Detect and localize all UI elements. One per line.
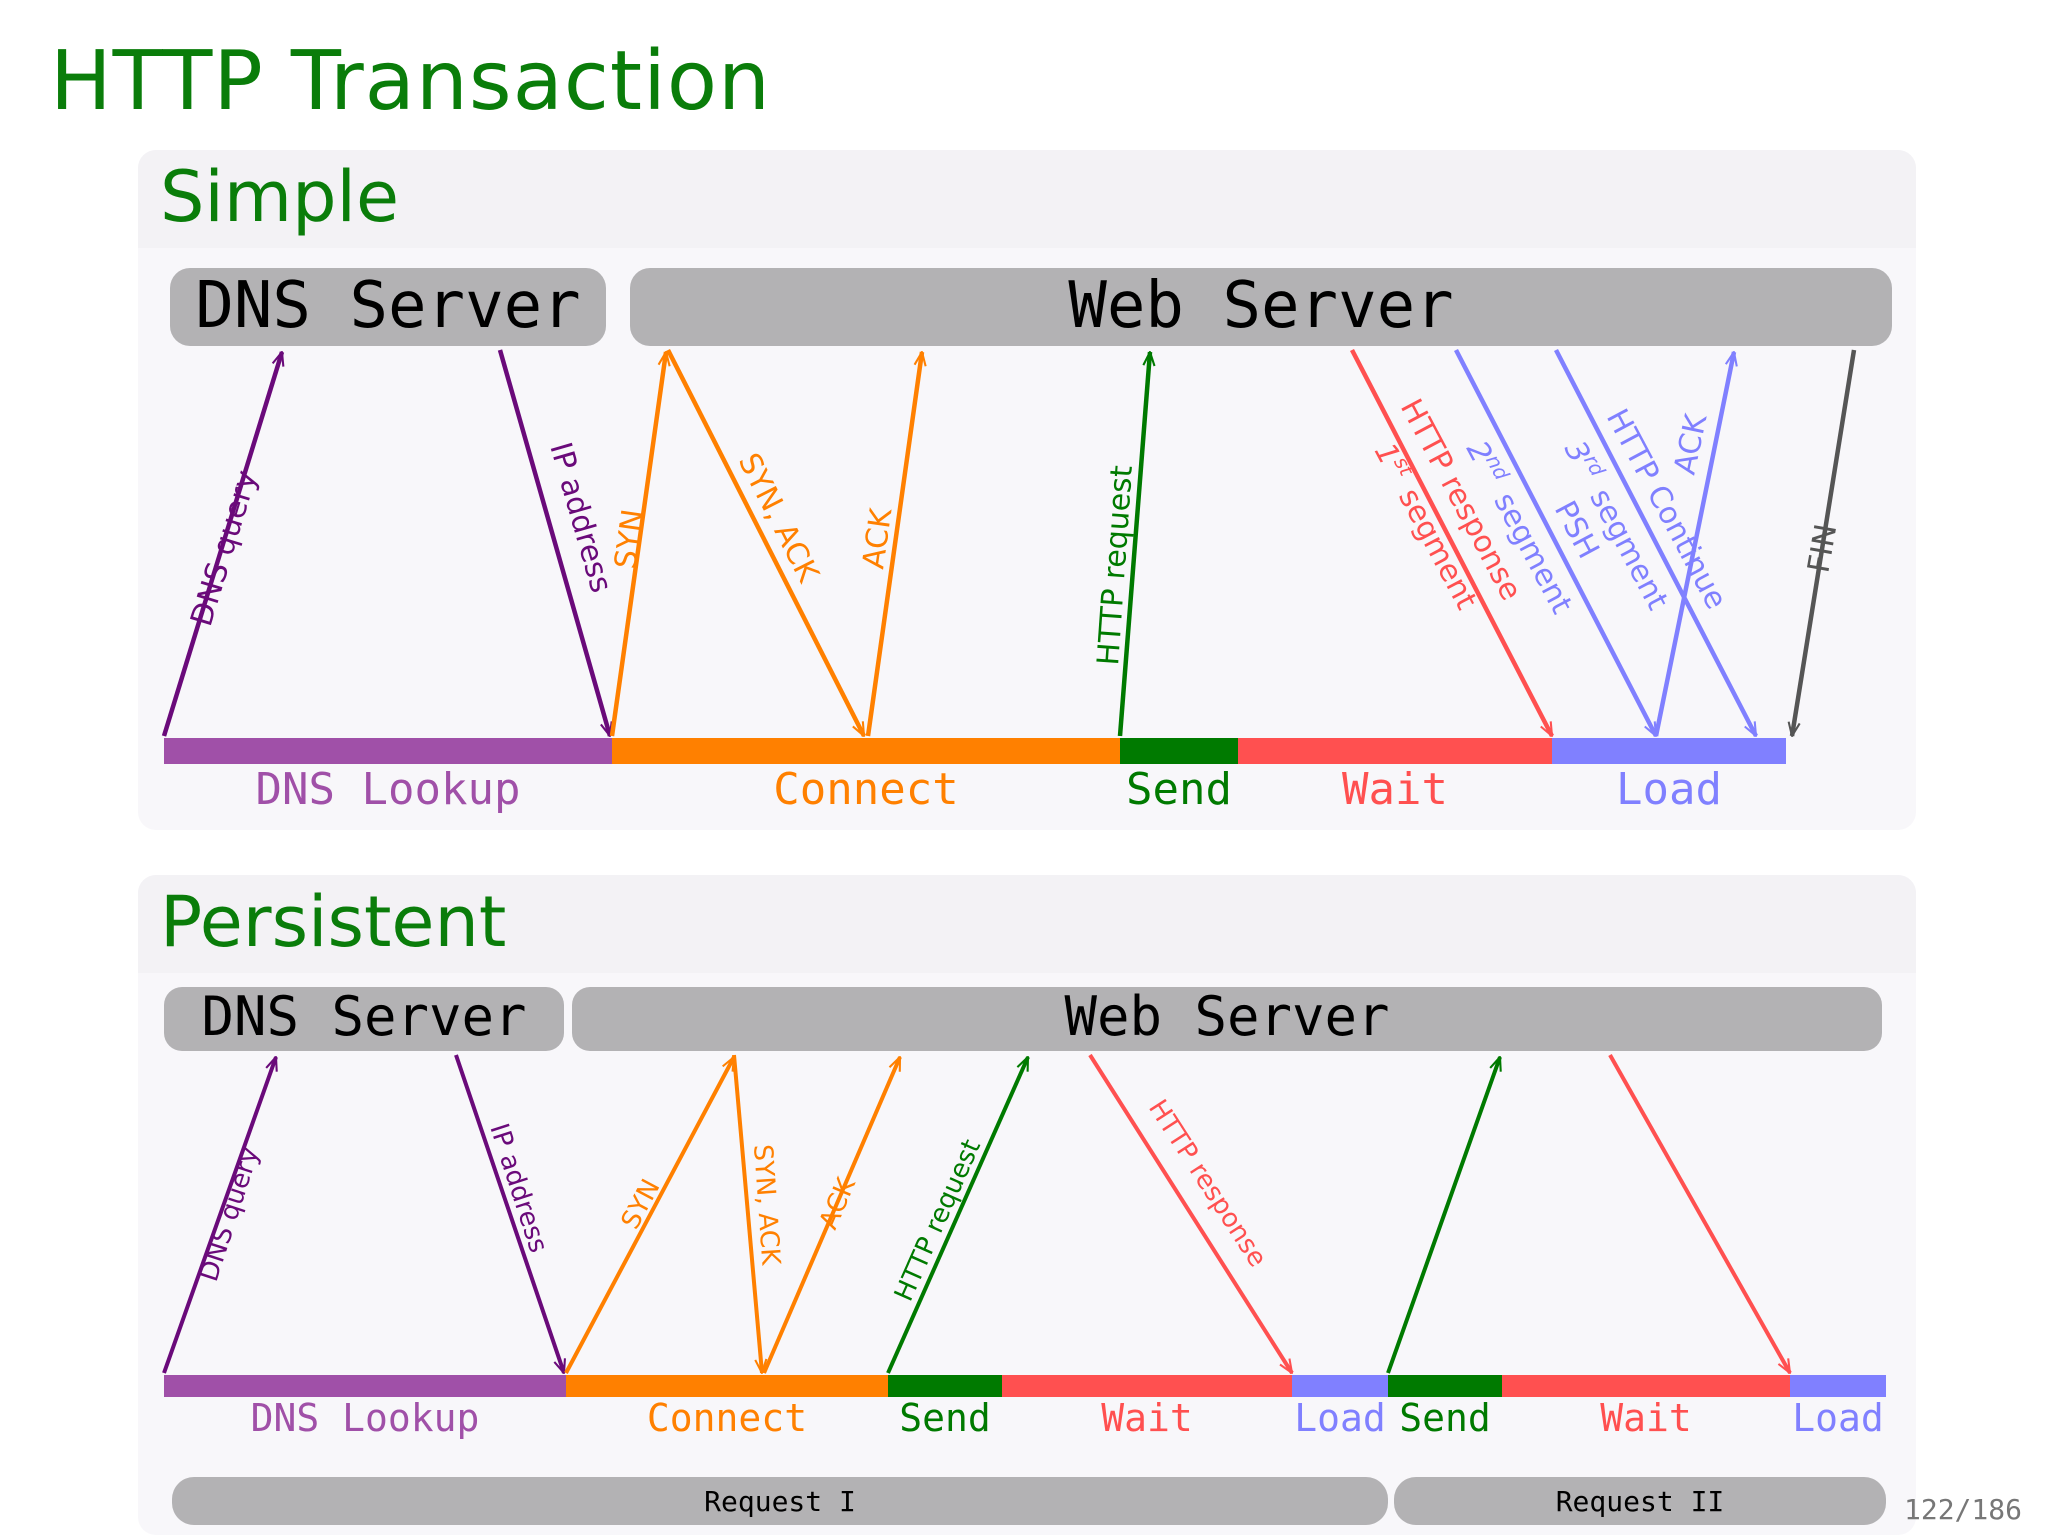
http-response-arrow <box>1350 348 1554 736</box>
connect-label: Connect <box>647 1396 807 1440</box>
dns-server-box <box>170 268 606 346</box>
connect-segment <box>612 738 1120 764</box>
dns-lookup-label: DNS Lookup <box>251 1396 480 1440</box>
send-1-label: Send <box>899 1396 991 1440</box>
fin-label: FIN <box>1801 522 1844 576</box>
ip-address-label: IP address <box>542 439 618 597</box>
request-2-label: Request II <box>1556 1485 1725 1518</box>
dns-server-label: DNS Server <box>201 985 526 1048</box>
simple-block: Simple DNS Server Web Server <box>138 150 1916 830</box>
connect-segment <box>566 1375 888 1397</box>
request-1-label: Request I <box>704 1485 856 1518</box>
request-2-bar <box>1394 1477 1886 1525</box>
syn-label: SYN <box>616 1174 667 1234</box>
send-2-label: Send <box>1399 1396 1491 1440</box>
http-request-arrow <box>1117 352 1150 737</box>
load-2-label: Load <box>1792 1396 1884 1440</box>
load-1-label: Load <box>1294 1396 1386 1440</box>
ack-return-arrow <box>1653 352 1734 737</box>
web-server-box <box>572 987 1882 1051</box>
page-number: 122/186 <box>1903 1493 2022 1526</box>
web-server-label: Web Server <box>1064 985 1389 1048</box>
syn-ack-arrow <box>665 348 867 736</box>
ip-address-arrow <box>497 349 610 736</box>
wait-label: Wait <box>1342 764 1448 815</box>
load-2-segment <box>1790 1375 1886 1397</box>
ack-return-label: ACK <box>1668 410 1715 478</box>
connect-label: Connect <box>773 764 958 815</box>
syn-arrow <box>564 1057 736 1374</box>
dns-query-label: DNS query <box>184 466 264 630</box>
slide-title: HTTP Transaction <box>50 34 772 129</box>
ip-address-arrow <box>454 1054 564 1373</box>
send-label: Send <box>1126 764 1232 815</box>
web-server-box <box>630 268 1892 346</box>
http-request-2-arrow <box>1386 1057 1502 1374</box>
simple-diagram: DNS Server Web Server DNS query IP addre… <box>161 268 1892 815</box>
send-1-segment <box>888 1375 1002 1397</box>
simple-block-header: Simple <box>138 150 1916 248</box>
load-1-segment <box>1292 1375 1388 1397</box>
segment-2-arrow <box>1454 348 1658 736</box>
simple-title: Simple <box>160 156 400 238</box>
send-segment <box>1120 738 1238 764</box>
wait-1-segment <box>1002 1375 1292 1397</box>
syn-label: SYN <box>608 507 651 571</box>
wait-segment <box>1238 738 1552 764</box>
syn-ack-arrow <box>732 1054 762 1373</box>
send-2-segment <box>1388 1375 1502 1397</box>
dns-lookup-segment <box>164 738 612 764</box>
dns-query-arrow <box>162 1057 278 1374</box>
dns-query-label: DNS query <box>194 1143 266 1285</box>
segment-3-arrow <box>1554 348 1758 736</box>
http-request-arrow <box>886 1057 1030 1374</box>
http-response-arrow <box>1088 1053 1294 1373</box>
dns-lookup-label: DNS Lookup <box>256 764 521 815</box>
persistent-block-header: Persistent <box>138 875 1916 973</box>
wait-1-label: Wait <box>1101 1396 1193 1440</box>
dns-server-label: DNS Server <box>195 269 580 343</box>
load-label: Load <box>1616 764 1722 815</box>
ack-arrow <box>762 1057 902 1374</box>
persistent-diagram: DNS Server Web Server DNS query IP addre… <box>162 985 1886 1525</box>
fin-arrow <box>1792 349 1857 736</box>
persistent-title: Persistent <box>160 881 507 963</box>
wait-2-label: Wait <box>1600 1396 1692 1440</box>
web-server-label: Web Server <box>1068 269 1453 343</box>
persistent-block: Persistent DNS Server Web Server DNS que… <box>138 875 1916 1535</box>
load-segment <box>1552 738 1786 764</box>
ack-label: ACK <box>856 505 899 571</box>
ack-label: ACK <box>814 1173 863 1234</box>
http-response-2-arrow <box>1608 1054 1792 1373</box>
request-1-bar <box>172 1477 1388 1525</box>
ip-address-label: IP address <box>483 1120 553 1256</box>
wait-2-segment <box>1502 1375 1790 1397</box>
dns-query-arrow <box>161 352 282 737</box>
ack-arrow <box>865 352 922 737</box>
http-response-label: HTTP response <box>1142 1094 1272 1272</box>
http-request-label: HTTP request <box>1091 464 1140 667</box>
http-request-label: HTTP request <box>889 1135 987 1306</box>
dns-server-box <box>164 987 564 1051</box>
dns-lookup-segment <box>164 1375 566 1397</box>
syn-arrow <box>609 352 666 737</box>
